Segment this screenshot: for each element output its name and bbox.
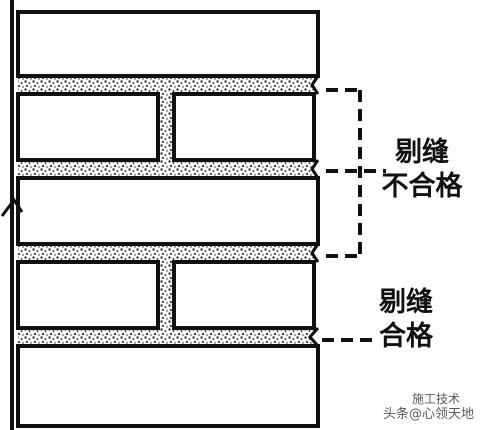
label-unqualified-line2: 不合格 xyxy=(381,171,463,202)
watermark: 施工技术 头条@心领天地 xyxy=(383,392,474,422)
label-qualified-line2: 合格 xyxy=(379,321,433,352)
brick-row-2-left xyxy=(16,92,160,162)
brick-row-5 xyxy=(16,344,320,428)
break-mark xyxy=(0,197,24,217)
watermark-line2: 头条@心领天地 xyxy=(382,407,474,422)
label-qualified-line1: 剔缝 xyxy=(379,287,433,318)
mortar-joints xyxy=(18,76,318,346)
mortar-joint-2 xyxy=(18,160,318,178)
watermark-line1: 施工技术 xyxy=(411,392,460,406)
brick-row-1 xyxy=(16,10,320,78)
joint-recess-notches xyxy=(307,75,320,347)
bracket-bad xyxy=(326,88,386,258)
brick-row-2-right xyxy=(172,92,316,162)
mortar-joint-1 xyxy=(18,76,318,94)
brick-row-4-right xyxy=(172,260,316,330)
head-joint-1 xyxy=(158,94,174,160)
mortar-joint-4 xyxy=(18,328,318,346)
label-unqualified-joint: 剔缝 不合格 xyxy=(380,136,464,204)
head-joint-2 xyxy=(158,262,174,328)
mortar-joint-3 xyxy=(18,244,318,262)
label-qualified-joint: 剔缝 合格 xyxy=(364,286,448,354)
bricks xyxy=(16,10,320,428)
label-unqualified-line1: 剔缝 xyxy=(395,137,449,168)
wall-edge xyxy=(0,0,24,430)
brick-row-4-left xyxy=(16,260,160,330)
brick-row-3 xyxy=(16,176,320,246)
